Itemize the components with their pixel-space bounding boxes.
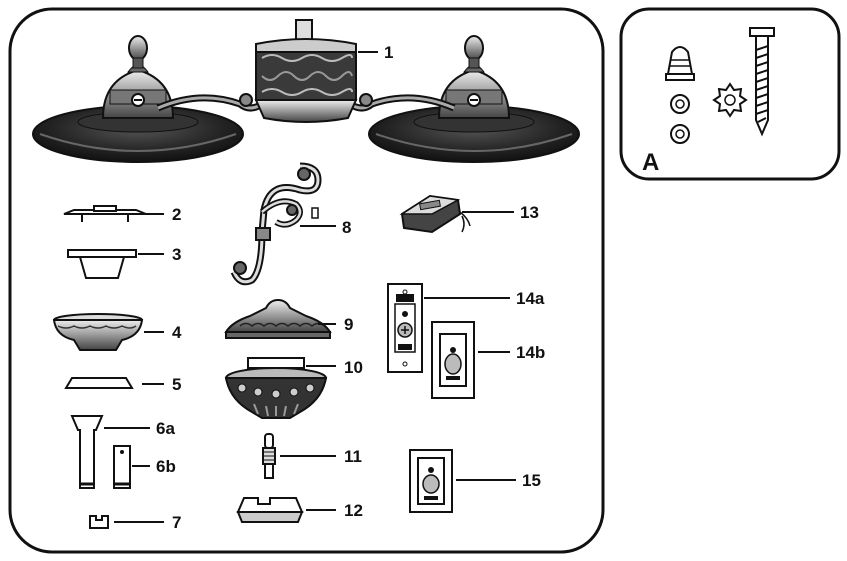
part-label-13: 13 <box>520 203 539 222</box>
hardware-label: A <box>642 149 659 176</box>
part-label-10: 10 <box>344 358 363 377</box>
part-label-9: 9 <box>344 315 353 334</box>
short-downrod <box>113 445 150 489</box>
part-label-8: 8 <box>342 218 351 237</box>
part-label-4: 4 <box>172 323 182 342</box>
decorative-scroll-arm <box>230 162 336 286</box>
part-label-14b: 14b <box>516 343 545 362</box>
hardware-wire-nut <box>665 46 695 81</box>
part-label-15: 15 <box>522 471 541 490</box>
light-bowl <box>224 357 336 419</box>
hardware-washer-2 <box>670 124 690 144</box>
part-label-12: 12 <box>344 501 363 520</box>
canopy <box>52 313 164 351</box>
part-label-6a: 6a <box>156 419 175 438</box>
downrod <box>70 415 150 489</box>
part-label-11: 11 <box>344 447 362 466</box>
receiver-base <box>236 497 336 523</box>
fan-motor-assembly <box>32 19 580 163</box>
part-label-5: 5 <box>172 375 181 394</box>
light-bulb <box>262 433 336 479</box>
part-label-2: 2 <box>172 205 181 224</box>
hanger-block <box>89 515 164 529</box>
part-label-6b: 6b <box>156 457 176 476</box>
canopy-cover <box>64 377 164 389</box>
hardware-washer-1 <box>670 94 690 114</box>
mounting-bracket <box>63 205 164 222</box>
hardware-screw <box>749 27 775 137</box>
switch-wall-plate <box>409 449 516 513</box>
part-label-14a: 14a <box>516 289 545 308</box>
wall-plate <box>431 321 510 399</box>
part-label-1: 1 <box>384 43 393 62</box>
hardware-lock-washer <box>712 82 748 118</box>
switch-housing-cap <box>224 298 336 339</box>
part-label-7: 7 <box>172 513 181 532</box>
canopy-adapter <box>67 249 164 279</box>
remote-receiver <box>399 194 514 234</box>
wall-control <box>387 283 510 373</box>
part-label-3: 3 <box>172 245 181 264</box>
